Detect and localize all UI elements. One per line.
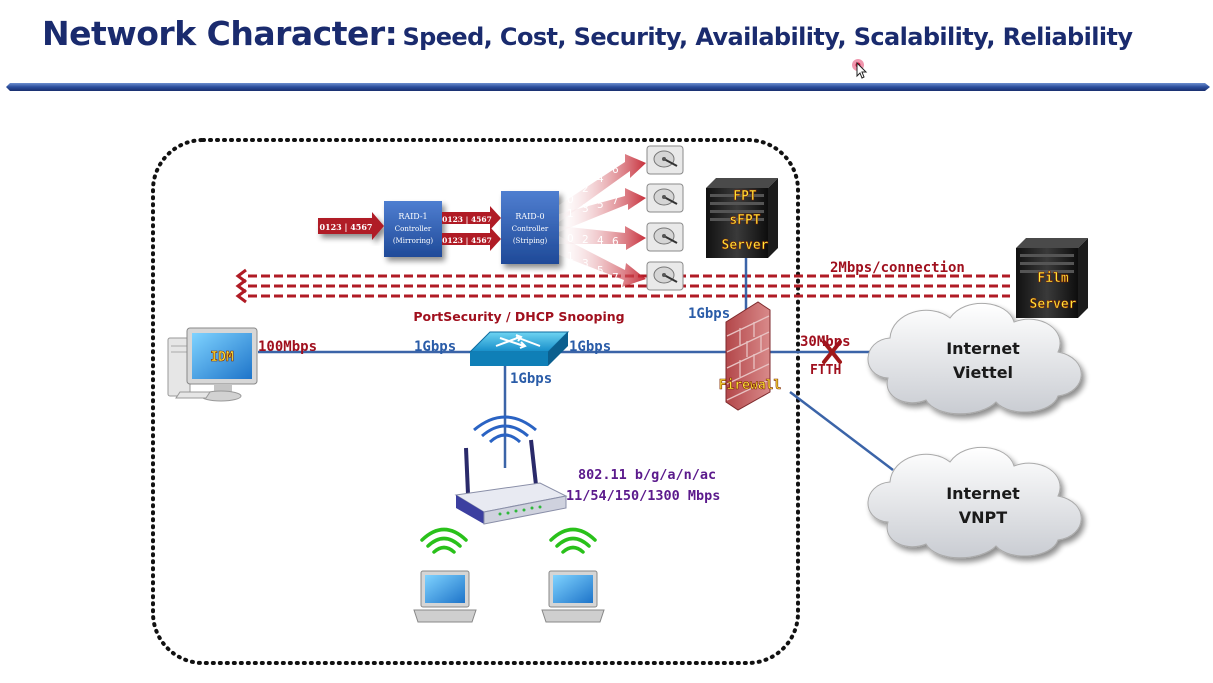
- cloud-vnpt-label-1: Internet: [946, 484, 1020, 503]
- switch-left-speed: 1Gbps: [414, 339, 456, 355]
- slide-title-sub: Speed, Cost, Security, Availability, Sca…: [402, 23, 1133, 51]
- stripe-fans: [559, 154, 646, 287]
- cursor-pointer-icon: [852, 59, 868, 79]
- raid0-subtitle: Controller: [512, 225, 549, 233]
- raid1-controller: [384, 201, 442, 257]
- wifi-signal-icon: [420, 527, 468, 554]
- raid0-title: RAID-0: [515, 212, 544, 221]
- stripe-0-0: 0: [567, 194, 574, 206]
- lan-boundary: [151, 138, 800, 665]
- stripe-1-0: 1: [567, 208, 574, 220]
- link-down-x-icon: [822, 340, 842, 364]
- stripe-0-1: 2: [582, 183, 589, 195]
- wan-speed: 30Mbps: [800, 334, 851, 350]
- raid1-subtitle: Controller: [395, 225, 432, 233]
- raid0-controller: [501, 191, 559, 264]
- ftp-server-icon: [706, 178, 778, 258]
- mirror-arrow-bottom: [442, 227, 501, 251]
- firewall-up-speed: 1Gbps: [688, 306, 730, 322]
- hard-disk-icon: [646, 222, 684, 252]
- hard-disk-icon: [646, 261, 684, 291]
- raid1-title: RAID-1: [398, 212, 427, 221]
- raid-section: 0123 | 4567 RAID-1 Controller (Mirroring…: [318, 145, 684, 291]
- switch-label: PortSecurity / DHCP Snooping: [413, 309, 624, 324]
- stripe-1-1: 3: [582, 203, 589, 215]
- stripe-3-2: 5: [597, 265, 604, 277]
- stripe-1-2: 5: [597, 199, 604, 211]
- slide-title-main: Network Character:: [42, 14, 398, 53]
- stripe-3-3: 7: [612, 272, 619, 284]
- ftp-server-label-3: Server: [722, 238, 769, 253]
- idm-label: IDM: [210, 350, 234, 365]
- wifi-speeds: 11/54/150/1300 Mbps: [566, 488, 720, 504]
- ftp-server-label-2: sFPT: [729, 213, 760, 228]
- raid1-mode: (Mirroring): [393, 237, 434, 245]
- stripe-0-2: 4: [597, 173, 604, 185]
- ftp-server-label-1: FPT: [733, 189, 757, 204]
- pc-link-speed: 100Mbps: [258, 339, 317, 355]
- wan-type: FTTH: [810, 363, 841, 378]
- raid0-mode: (Striping): [513, 237, 548, 245]
- firewall-label: Firewall: [719, 378, 782, 393]
- film-server-icon: [1016, 238, 1088, 318]
- stripe-0-3: 6: [612, 164, 619, 176]
- raid-input-arrow: [318, 212, 384, 240]
- stripe-labels: 0 2 4 6 1 3 5 7 0 2 4 6 1 3 5 7: [567, 164, 619, 284]
- cloud-viettel-label-2: Viettel: [953, 363, 1013, 382]
- mirror-label-bottom: 0123 | 4567: [442, 236, 492, 245]
- cloud-vnpt-label-2: VNPT: [959, 508, 1008, 527]
- hard-disk-icon: [646, 183, 684, 213]
- laptop-icon: [413, 570, 477, 623]
- stripe-3-1: 3: [582, 258, 589, 270]
- switch-right-speed: 1Gbps: [569, 339, 611, 355]
- mirror-arrow-top: [442, 206, 501, 230]
- wifi-signal-icon: [549, 527, 597, 554]
- firewall-icon: [725, 301, 771, 411]
- wifi-standard: 802.11 b/g/a/n/ac: [578, 467, 716, 483]
- switch-down-speed: 1Gbps: [510, 371, 552, 387]
- mirror-label-top: 0123 | 4567: [442, 215, 492, 224]
- title-divider: [6, 83, 1210, 91]
- stripe-2-3: 6: [612, 236, 619, 248]
- slide-title: Network Character: Speed, Cost, Security…: [42, 14, 1133, 53]
- film-stream-rate: 2Mbps/connection: [830, 260, 965, 276]
- cloud-vnpt-icon: [867, 447, 1082, 559]
- hard-disk-icon: [646, 145, 684, 175]
- cloud-viettel-icon: [867, 303, 1082, 415]
- raid-input-label: 0123 | 4567: [319, 222, 372, 232]
- film-server-label-1: Film: [1037, 271, 1068, 286]
- stripe-1-3: 7: [612, 195, 619, 207]
- stripe-2-1: 2: [582, 234, 589, 246]
- wireless-router-icon: [454, 415, 568, 525]
- stripe-2-0: 0: [567, 233, 574, 245]
- stripe-2-2: 4: [597, 235, 604, 247]
- stripe-3-0: 1: [567, 251, 574, 263]
- cloud-viettel-label-1: Internet: [946, 339, 1020, 358]
- film-server-label-2: Server: [1030, 297, 1077, 312]
- desktop-computer-icon: [167, 327, 258, 402]
- laptop-icon: [541, 570, 605, 623]
- switch-icon: [468, 331, 570, 366]
